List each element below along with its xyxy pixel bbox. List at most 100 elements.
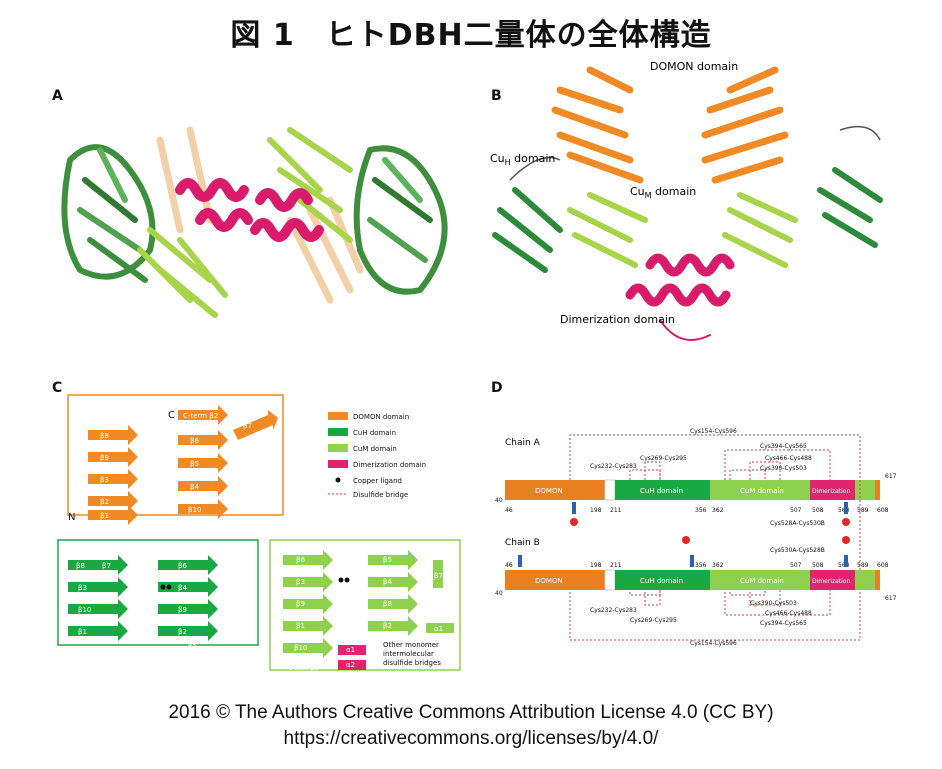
cum-domain-right bbox=[267, 127, 353, 243]
chain-b-bar: DOMON CuH domain CuM domain Dimerization bbox=[505, 569, 880, 591]
chain-b-bonds: Cys232-Cys283 Cys269-Cys295 Cys390-Cys50… bbox=[590, 600, 812, 647]
chain-a-bonds: Cys154-Cys596 Cys394-Cys565 Cys232-Cys28… bbox=[590, 428, 825, 554]
panel-b-ribbon-structure: DOMON domain CuH domain CuM domain Dimer… bbox=[490, 60, 883, 341]
svg-text:Dimerization: Dimerization bbox=[812, 488, 850, 495]
svg-text:560: 560 bbox=[838, 562, 850, 569]
svg-text:608: 608 bbox=[877, 507, 889, 514]
svg-text:disulfide bridges: disulfide bridges bbox=[383, 659, 441, 667]
svg-text:C-term β1: C-term β1 bbox=[288, 665, 318, 672]
svg-text:356: 356 bbox=[695, 507, 707, 514]
svg-text:Cys390-Cys503: Cys390-Cys503 bbox=[760, 465, 807, 472]
glycan-markers bbox=[518, 502, 850, 567]
svg-text:DOMON: DOMON bbox=[535, 487, 563, 495]
label-dimerization: Dimerization domain bbox=[560, 313, 675, 326]
svg-text:CuH domain: CuH domain bbox=[640, 577, 683, 585]
svg-text:211: 211 bbox=[610, 562, 622, 569]
cuh-domains bbox=[492, 167, 883, 273]
svg-text:Dimerization: Dimerization bbox=[812, 578, 850, 585]
svg-text:β10: β10 bbox=[188, 506, 201, 514]
domon-topology: C N C-term β2 β7 β8 β6 β9 β5 β3 β4 β2 β1… bbox=[67, 394, 284, 532]
svg-text:β1: β1 bbox=[100, 512, 109, 520]
svg-text:β3: β3 bbox=[78, 584, 87, 592]
svg-text:40: 40 bbox=[495, 590, 503, 597]
svg-text:507: 507 bbox=[790, 562, 802, 569]
svg-text:CuH domain: CuH domain bbox=[640, 487, 683, 495]
dimerization-domain bbox=[625, 253, 735, 341]
cuh-domain-right bbox=[353, 145, 448, 295]
svg-text:β4: β4 bbox=[178, 584, 187, 592]
svg-text:Cys528A-Cys530B: Cys528A-Cys530B bbox=[770, 520, 825, 527]
svg-text:β6: β6 bbox=[296, 556, 305, 564]
panel-d-domain-map: Chain A DOMON CuH domain CuM domain Dime… bbox=[495, 428, 897, 647]
svg-text:β11: β11 bbox=[188, 524, 201, 532]
svg-text:β10: β10 bbox=[78, 606, 91, 614]
svg-text:Cys466-Cys488: Cys466-Cys488 bbox=[765, 455, 812, 462]
svg-text:Cys466-Cys488: Cys466-Cys488 bbox=[765, 610, 812, 617]
svg-text:β8: β8 bbox=[383, 600, 392, 608]
cuh-domain-left bbox=[61, 144, 156, 283]
svg-text:Cys394-Cys565: Cys394-Cys565 bbox=[760, 443, 807, 450]
svg-text:DOMON domain: DOMON domain bbox=[353, 413, 409, 421]
svg-text:Other monomer: Other monomer bbox=[383, 641, 439, 649]
svg-text:Cys269-Cys295: Cys269-Cys295 bbox=[640, 455, 687, 462]
svg-text:508: 508 bbox=[812, 507, 824, 514]
svg-text:β7: β7 bbox=[434, 572, 443, 580]
n-terminus-label: N bbox=[68, 512, 75, 523]
svg-text:362: 362 bbox=[712, 507, 724, 514]
panel-c-legend: DOMON domain CuH domain CuM domain Dimer… bbox=[328, 412, 426, 499]
svg-text:β4: β4 bbox=[190, 483, 199, 491]
panel-label-c: C bbox=[52, 380, 63, 396]
chain-b-residue-numbers: 46 198 211 356 362 507 508 560 589 608 4… bbox=[495, 562, 897, 602]
dimerization-helices bbox=[175, 178, 324, 242]
svg-text:β1: β1 bbox=[78, 628, 87, 636]
svg-text:β5: β5 bbox=[188, 642, 197, 650]
svg-text:40: 40 bbox=[495, 497, 503, 504]
svg-text:46: 46 bbox=[505, 562, 513, 569]
svg-text:β8: β8 bbox=[76, 562, 85, 570]
cum-domains bbox=[567, 192, 798, 268]
svg-text:Copper ligand: Copper ligand bbox=[353, 477, 402, 485]
svg-text:198: 198 bbox=[590, 562, 602, 569]
svg-text:β2: β2 bbox=[383, 622, 392, 630]
figure-title: 図 1 ヒトDBH二量体の全体構造 bbox=[230, 18, 712, 53]
svg-text:C-term β2: C-term β2 bbox=[183, 412, 218, 420]
cum-domain-left bbox=[137, 227, 228, 318]
svg-text:β6: β6 bbox=[178, 562, 187, 570]
svg-text:β9: β9 bbox=[296, 600, 305, 608]
svg-text:Cys154-Cys596: Cys154-Cys596 bbox=[690, 428, 737, 435]
panel-c-topology-diagram: C N C-term β2 β7 β8 β6 β9 β5 β3 β4 β2 β1… bbox=[57, 394, 461, 672]
svg-text:617: 617 bbox=[885, 473, 897, 480]
panel-a-ribbon-structure bbox=[61, 126, 448, 318]
svg-text:β2: β2 bbox=[100, 498, 109, 506]
svg-text:CuH domain: CuH domain bbox=[353, 429, 396, 437]
svg-text:β9: β9 bbox=[178, 606, 187, 614]
svg-text:β7: β7 bbox=[243, 422, 252, 430]
svg-text:α1: α1 bbox=[346, 646, 355, 654]
c-terminus-label: C bbox=[168, 410, 175, 421]
chain-b-label: Chain B bbox=[505, 538, 540, 548]
svg-text:Cys269-Cys295: Cys269-Cys295 bbox=[630, 617, 677, 624]
svg-text:β2: β2 bbox=[178, 628, 187, 636]
svg-text:β5: β5 bbox=[383, 556, 392, 564]
svg-text:β4: β4 bbox=[383, 578, 392, 586]
svg-text:Dimerization domain: Dimerization domain bbox=[353, 461, 426, 469]
license-url: https://creativecommons.org/licenses/by/… bbox=[283, 728, 659, 749]
svg-text:α1: α1 bbox=[434, 625, 443, 633]
svg-text:β10: β10 bbox=[294, 644, 307, 652]
svg-text:507: 507 bbox=[790, 507, 802, 514]
svg-text:46: 46 bbox=[505, 507, 513, 514]
svg-text:β3: β3 bbox=[296, 578, 305, 586]
svg-text:617: 617 bbox=[885, 595, 897, 602]
svg-text:211: 211 bbox=[610, 507, 622, 514]
label-domon: DOMON domain bbox=[650, 60, 738, 73]
cum-topology: β6 β5 β3 β4 β7 β9 β8 β1 β2 α1 β10 α1 C-t… bbox=[269, 539, 461, 672]
svg-text:Cys390-Cys503: Cys390-Cys503 bbox=[750, 600, 797, 607]
panel-label-a: A bbox=[52, 88, 63, 104]
svg-text:Cys154-Cys596: Cys154-Cys596 bbox=[690, 640, 737, 647]
svg-text:589: 589 bbox=[857, 562, 869, 569]
svg-text:Cys394-Cys565: Cys394-Cys565 bbox=[760, 620, 807, 627]
label-cum: CuM domain bbox=[630, 185, 696, 200]
panel-label-b: B bbox=[491, 88, 502, 104]
chain-a-bar: DOMON CuH domain CuM domain Dimerization bbox=[505, 479, 880, 501]
svg-text:CuM domain: CuM domain bbox=[740, 487, 784, 495]
